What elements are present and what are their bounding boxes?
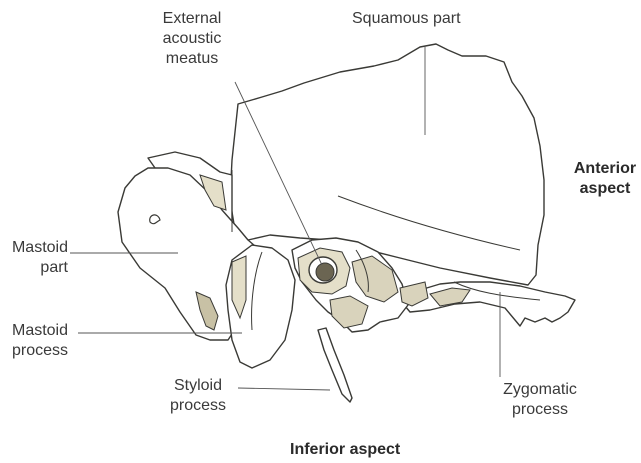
label-line: aspect	[572, 179, 638, 199]
squamous-part-shape	[230, 44, 544, 285]
label-line: External	[146, 9, 238, 29]
label-line: process	[2, 341, 78, 361]
label-mastoid-process: Mastoid process	[2, 321, 78, 361]
label-line: Mastoid	[2, 321, 78, 341]
label-zygomatic-process: Zygomatic process	[488, 380, 592, 420]
label-line: part	[2, 258, 68, 278]
label-line: process	[160, 396, 236, 416]
styloid-process-shape	[318, 328, 352, 402]
label-styloid-process: Styloid process	[160, 376, 236, 416]
leader-styloid	[238, 388, 330, 390]
label-external-acoustic-meatus: External acoustic meatus	[146, 9, 238, 69]
label-inferior-aspect: Inferior aspect	[290, 440, 400, 460]
label-mastoid-part: Mastoid part	[2, 238, 68, 278]
label-line: process	[488, 400, 592, 420]
label-line: Zygomatic	[488, 380, 592, 400]
label-line: meatus	[146, 49, 238, 69]
temporal-bone-drawing	[118, 44, 575, 402]
label-line: Styloid	[160, 376, 236, 396]
label-line: Mastoid	[2, 238, 68, 258]
label-squamous-part: Squamous part	[352, 9, 461, 29]
label-line: Anterior	[572, 159, 638, 179]
label-line: acoustic	[146, 29, 238, 49]
meatus-opening	[309, 257, 337, 283]
label-anterior-aspect: Anterior aspect	[572, 159, 638, 199]
